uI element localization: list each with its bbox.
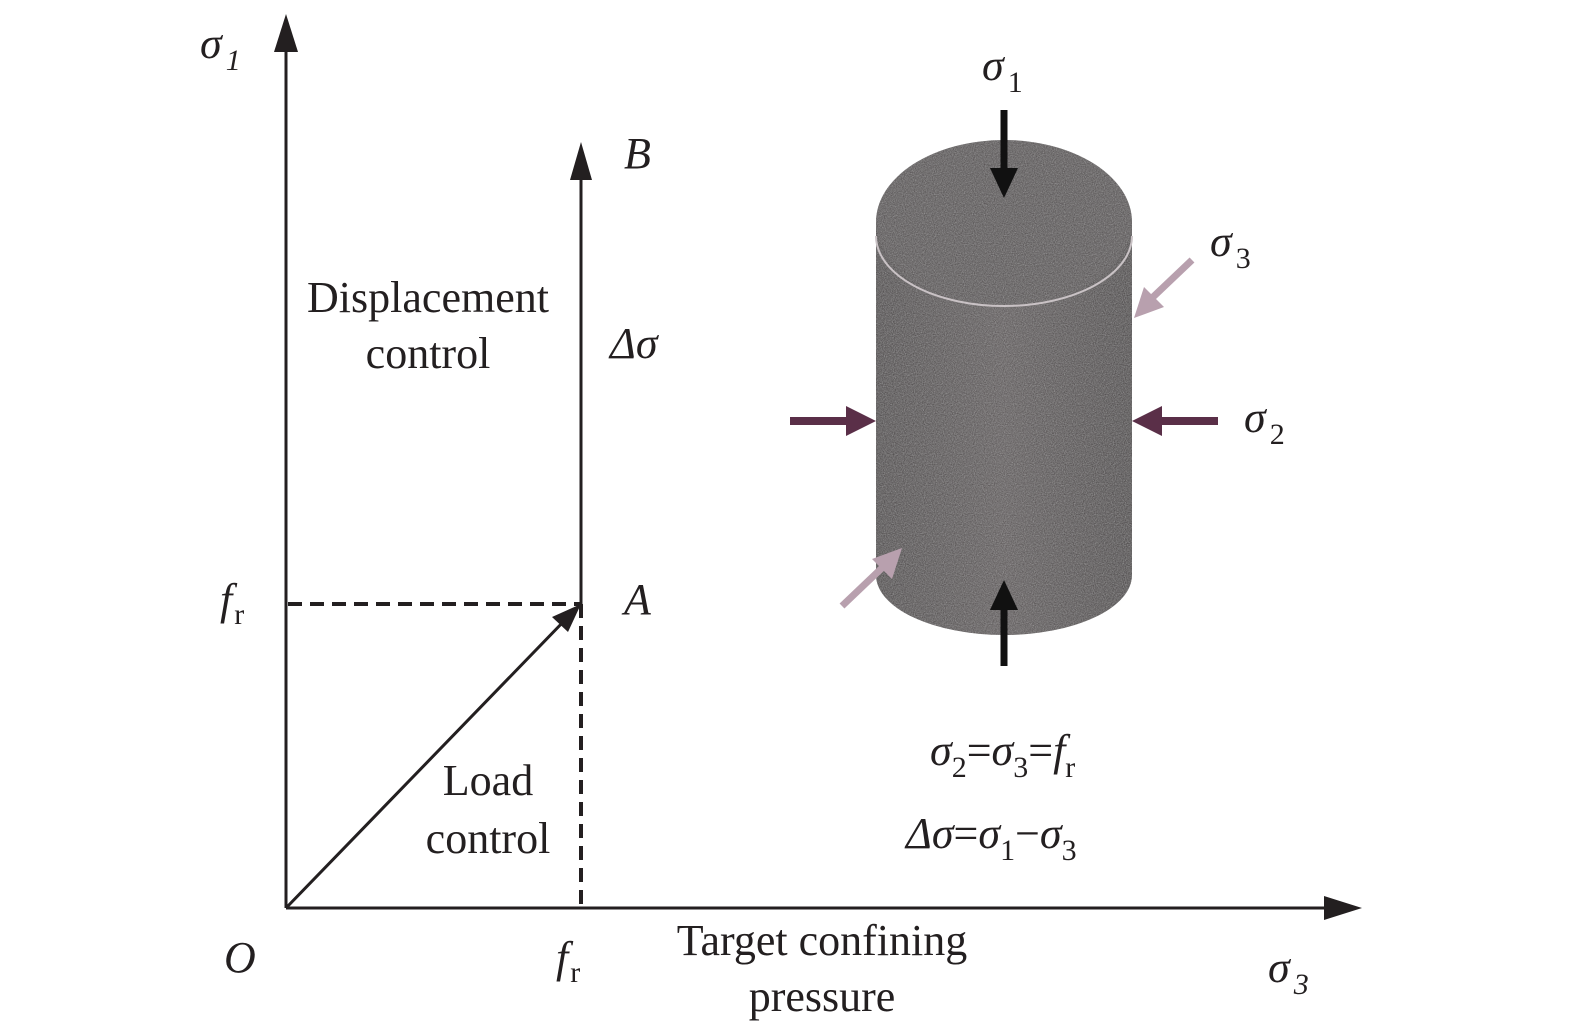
origin-label: O [224,933,256,982]
sigma1-bottom-arrowhead [990,580,1018,610]
sigma3-arrows [839,257,1195,609]
load-path-arrowhead [552,604,581,632]
sigma2-arrows [790,406,1218,436]
target-confining-pressure-label-line1: Target confining [677,916,968,965]
sigma3-upper-arrow [1149,257,1195,301]
specimen-top-face [876,140,1132,304]
displacement-path-arrowhead [570,142,592,180]
axes [274,14,1362,920]
point-a-label: A [621,575,652,624]
target-confining-pressure-label-line2: pressure [749,972,896,1021]
equation-deviatoric: Δσ=σ1−σ3 [904,809,1077,867]
fr-x-tick-label: fr [556,933,580,989]
fr-y-tick-label: fr [220,575,244,631]
sigma1-top-arrowhead [990,168,1018,198]
displacement-control-label-line2: control [366,329,491,378]
sigma2-left-arrowhead [846,406,876,436]
point-b-label: B [624,129,651,178]
equation-confining: σ2=σ3=fr [930,726,1075,784]
y-axis-arrowhead [274,14,298,52]
sigma1-arrows [990,110,1018,666]
sigma3-lower-arrowhead [872,548,902,579]
specimen-top-edge [875,235,1133,307]
load-path-line [284,617,568,910]
delta-sigma-label: Δσ [608,319,660,368]
specimen-body [876,222,1132,635]
sigma3-lower-arrow [839,563,887,609]
displacement-control-label-line1: Displacement [307,273,549,322]
load-control-label-line2: control [426,814,551,863]
load-control-label-line1: Load [443,756,533,805]
x-axis-arrowhead [1324,896,1362,920]
rock-specimen [875,140,1133,635]
sigma2-right-arrowhead [1132,406,1162,436]
sigma3-upper-arrowhead [1134,287,1164,318]
